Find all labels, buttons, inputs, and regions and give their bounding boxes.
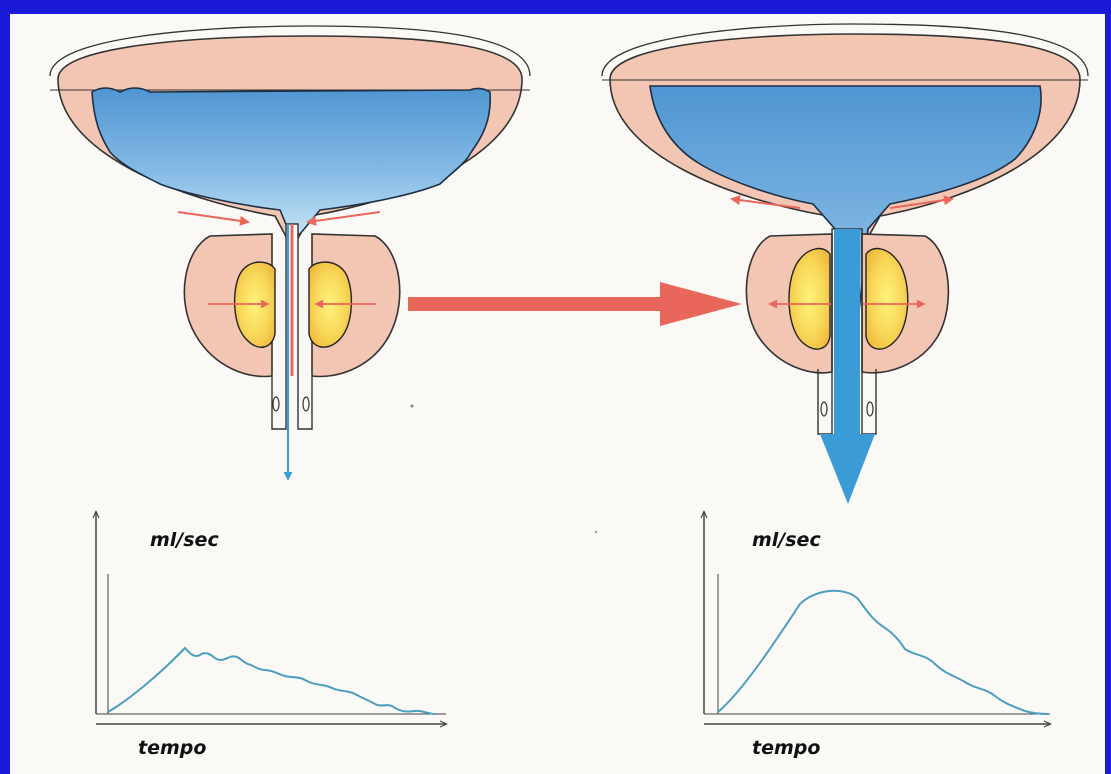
right-verumontanum-1: [821, 402, 827, 416]
diagram-canvas: ml/sec tempo ml/sec tempo: [10, 14, 1105, 774]
left-y-label: ml/sec: [150, 529, 219, 551]
right-y-label: ml/sec: [752, 529, 821, 551]
right-organ-diagram: [602, 24, 1088, 504]
left-urine: [92, 88, 490, 234]
speck-2: [595, 531, 597, 533]
right-urethra-flow: [834, 229, 860, 434]
left-contraction-arrow-1: [178, 212, 248, 222]
left-flow-curve: [108, 648, 435, 714]
left-organ-diagram: [50, 26, 530, 479]
right-flow-chart: ml/sec tempo: [704, 512, 1050, 759]
left-x-label: tempo: [138, 737, 206, 759]
transition-arrow: [408, 282, 742, 326]
diagram-svg: ml/sec tempo ml/sec tempo: [10, 14, 1105, 774]
left-flow-chart: ml/sec tempo: [96, 512, 446, 759]
right-thick-stream: [820, 434, 875, 504]
right-x-label: tempo: [752, 737, 820, 759]
speck-1: [411, 405, 414, 408]
right-flow-curve: [718, 591, 1048, 714]
right-verumontanum-2: [867, 402, 873, 416]
